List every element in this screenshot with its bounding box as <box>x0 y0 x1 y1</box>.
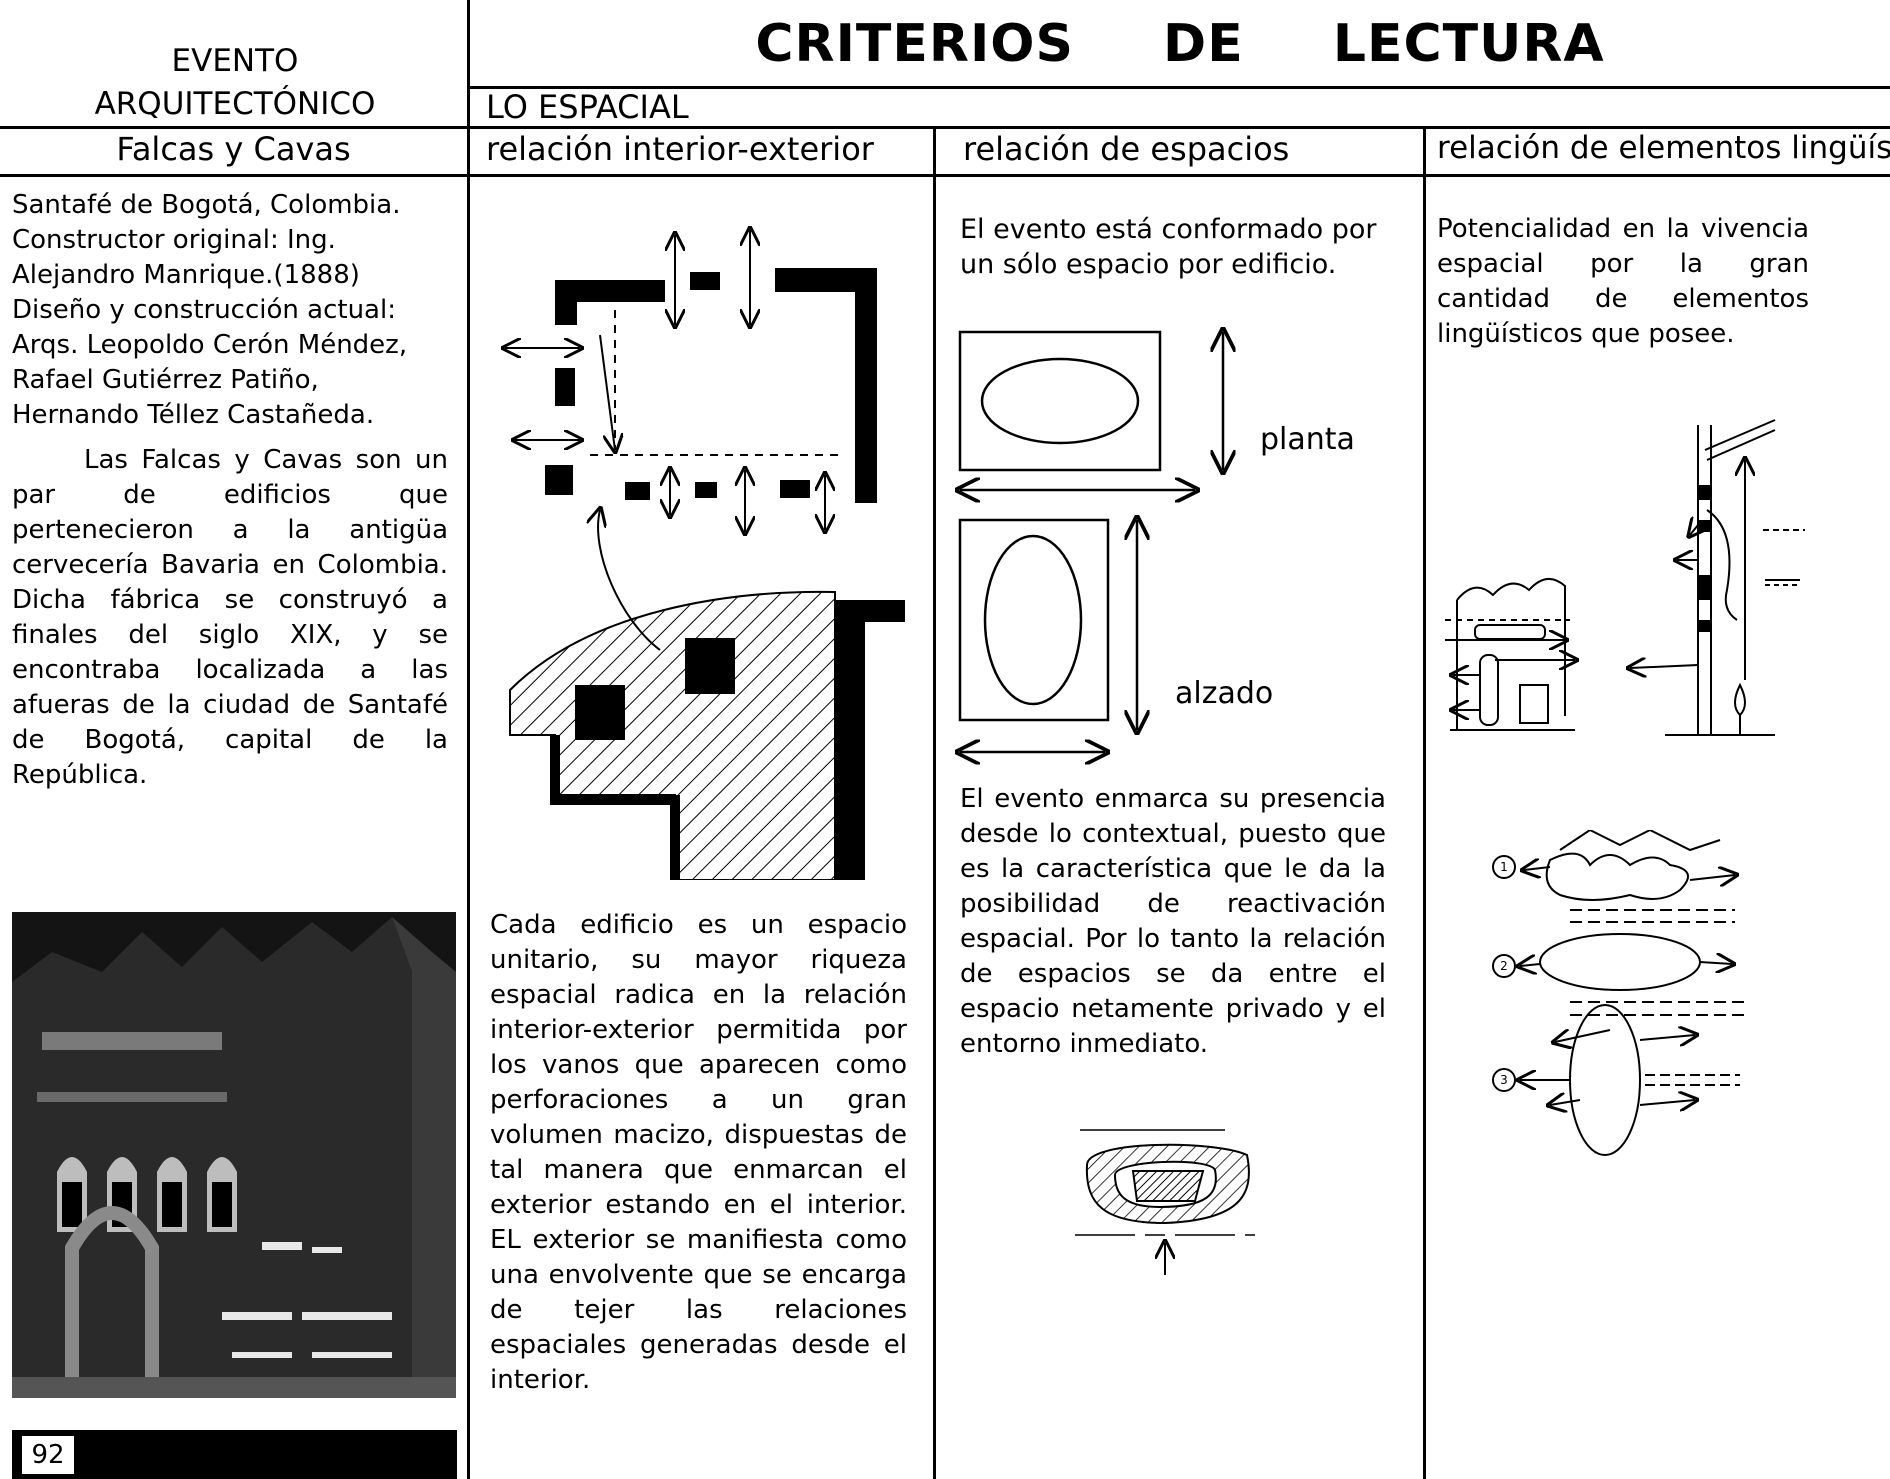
building-photo-graphic <box>12 912 456 1398</box>
divider-col1-col2 <box>933 126 936 1479</box>
building-photo <box>12 912 456 1398</box>
page-footer-bar <box>12 1430 457 1479</box>
context-sketch <box>1075 1129 1255 1275</box>
space-diagrams-sketch: 1 2 3 <box>1492 830 1745 1156</box>
divider-left-vertical <box>467 0 470 1479</box>
event-header-line2: ARQUITECTÓNICO <box>94 86 376 122</box>
divider-col2-col3 <box>1423 126 1426 1479</box>
page-title: CRITERIOS DE LECTURA <box>755 14 1605 74</box>
column-header-elementos-linguisticos: relación de elementos lingüíst. <box>1437 130 1890 166</box>
divider-header-horizontal <box>470 86 1890 89</box>
interior-exterior-text: Cada edificio es un espacio unitario, su… <box>490 910 907 1395</box>
divider-top-horizontal <box>0 126 1890 129</box>
event-name: Falcas y Cavas <box>116 130 351 168</box>
plan-sketch <box>500 220 905 880</box>
marker-2: 2 <box>1500 959 1508 973</box>
event-header: EVENTO ARQUITECTÓNICO <box>0 40 470 126</box>
espacios-text-1: El evento está conformado por un sólo es… <box>960 214 1377 280</box>
divider-colhead-horizontal <box>0 174 1890 177</box>
page-number: 92 <box>20 1434 76 1476</box>
event-description: Las Falcas y Cavas son un par de edifici… <box>12 445 448 790</box>
planta-label: planta <box>1260 422 1355 457</box>
facade-elements-sketch <box>1445 419 1805 736</box>
event-info: Santafé de Bogotá, Colombia. Constructor… <box>12 190 408 430</box>
column-header-relacion-espacios: relación de espacios <box>963 130 1290 168</box>
espacios-text-2: El evento enmarca su presencia desde lo … <box>960 784 1386 1059</box>
column-header-interior-exterior: relación interior-exterior <box>486 130 874 168</box>
marker-1: 1 <box>1500 860 1508 874</box>
planta-alzado-sketch <box>945 320 1285 770</box>
alzado-label: alzado <box>1175 676 1274 711</box>
event-header-line1: EVENTO <box>171 43 299 79</box>
linguistic-text: Potencialidad en la vivencia espacial po… <box>1437 214 1809 349</box>
marker-3: 3 <box>1500 1073 1508 1087</box>
section-label: LO ESPACIAL <box>486 88 689 126</box>
